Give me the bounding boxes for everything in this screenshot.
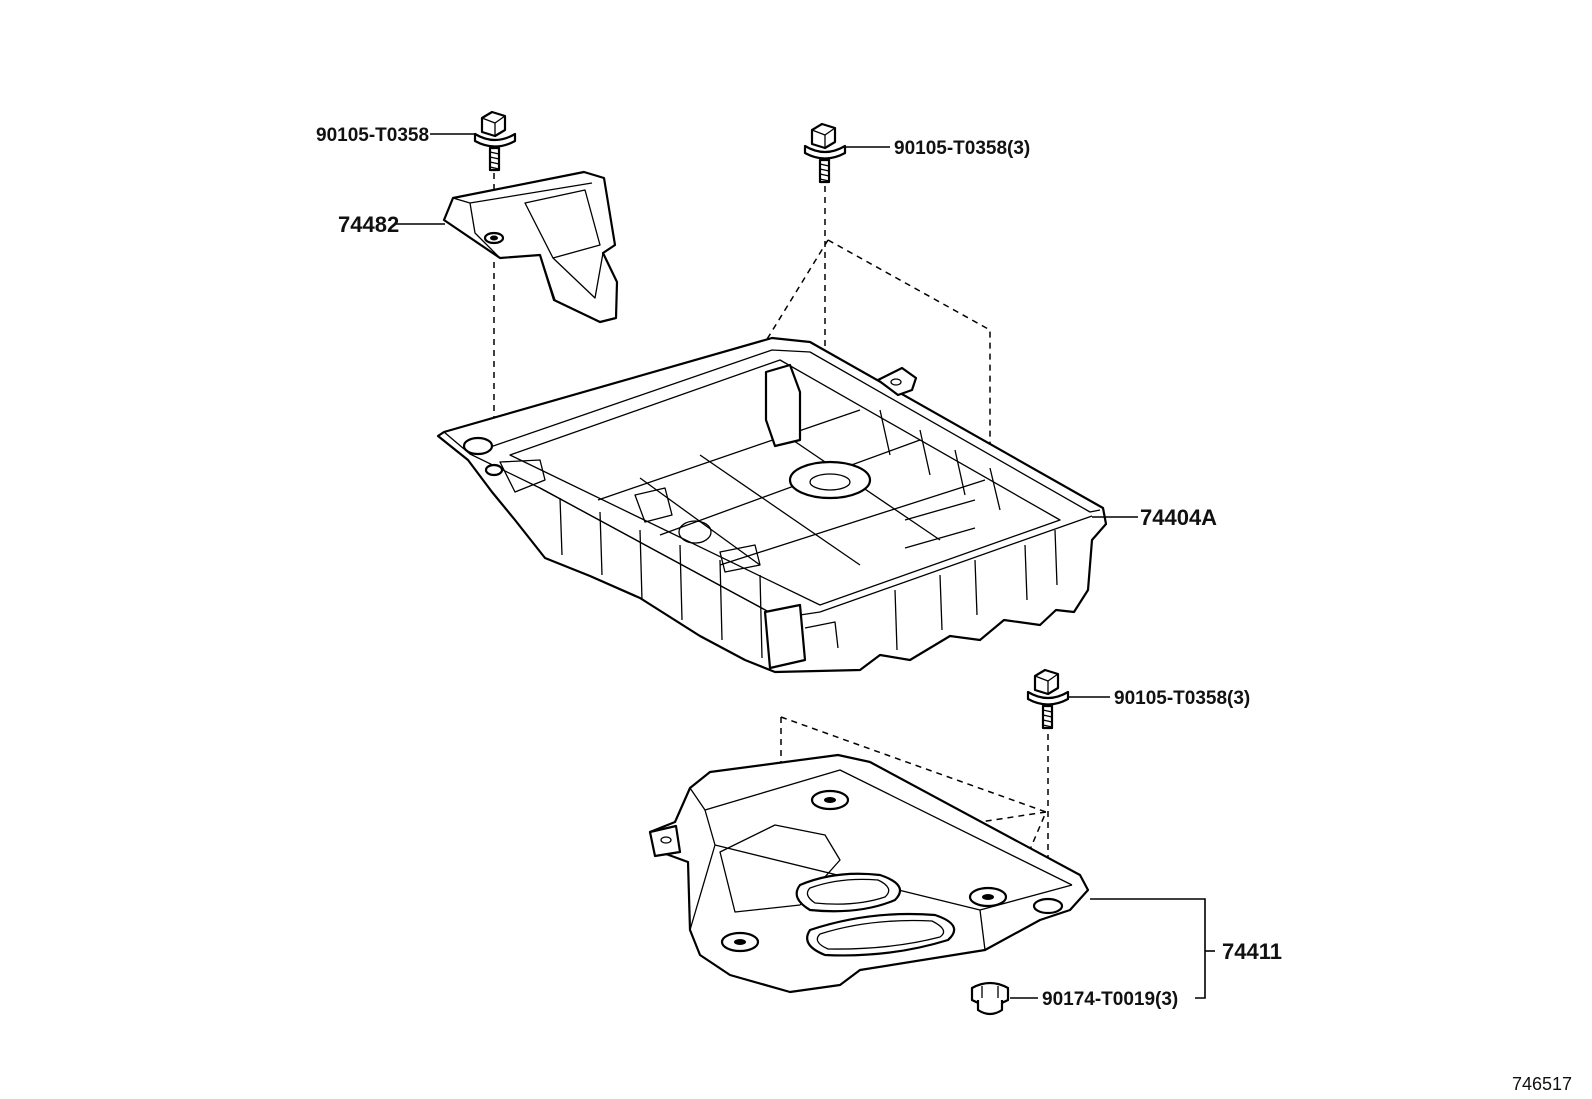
label-tray: 74404A (1140, 505, 1217, 530)
bolt-cover-icon[interactable] (1026, 668, 1070, 730)
label-nut-cover: 90174-T0019(3) (1042, 989, 1178, 1010)
bracket-74482[interactable] (442, 170, 619, 324)
diagram-id: 746517 (1512, 1074, 1572, 1094)
label-bolt-tray: 90105-T0358(3) (894, 138, 1030, 159)
label-bolt-cover: 90105-T0358(3) (1114, 688, 1250, 709)
battery-tray-74404A[interactable] (436, 336, 1108, 674)
nut-cover-icon[interactable] (970, 981, 1010, 1016)
leader-cover-bracket (1090, 898, 1206, 999)
label-cover: 74411 (1222, 939, 1282, 964)
bolt-tray-icon[interactable] (803, 122, 847, 184)
assembly-line-cover-b (780, 716, 1048, 949)
bolt-bracket-icon[interactable] (473, 110, 517, 172)
label-bracket: 74482 (338, 212, 399, 237)
cover-74411[interactable] (648, 753, 1090, 994)
label-bolt-bracket: 90105-T0358 (316, 125, 429, 146)
